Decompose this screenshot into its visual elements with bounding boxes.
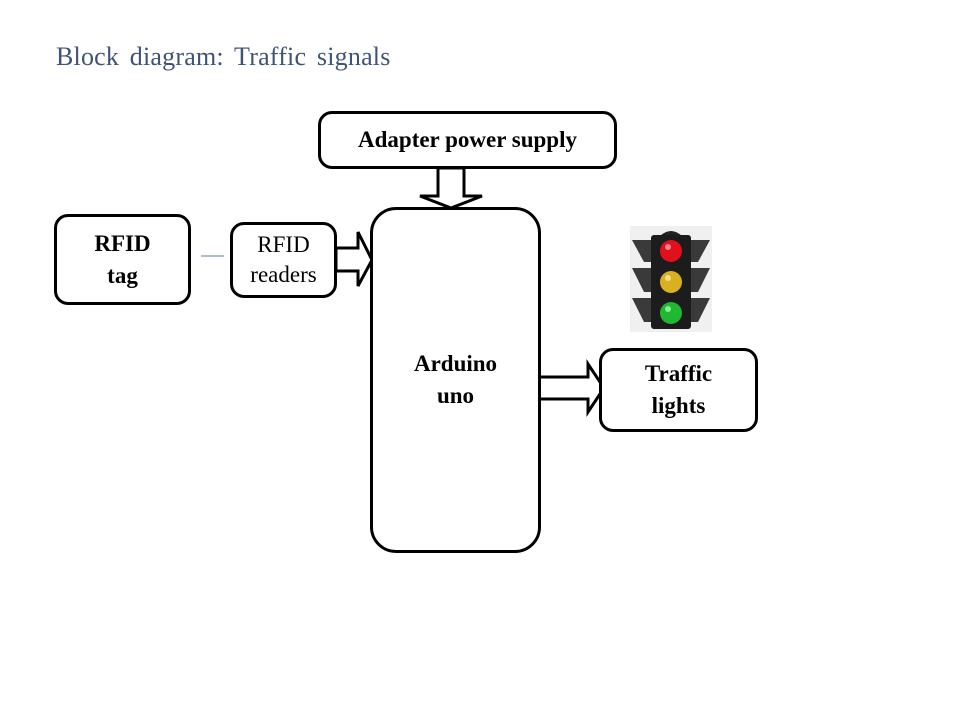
rfid-readers-line2: readers xyxy=(250,262,317,287)
page-title: Block diagram: Traffic signals xyxy=(56,42,391,71)
rfid-tag-line1: RFID xyxy=(94,230,151,256)
rfid-tag-block: RFID tag xyxy=(54,214,191,305)
traffic-lights-line2: lights xyxy=(651,393,706,418)
red-lamp xyxy=(660,240,682,262)
yellow-lamp xyxy=(660,271,682,293)
rfid-readers-block: RFID readers xyxy=(230,222,337,298)
traffic-lights-line1: Traffic xyxy=(644,361,713,386)
output-arrow xyxy=(536,359,606,417)
power-supply-label: Adapter power supply xyxy=(358,127,577,152)
green-lamp xyxy=(660,302,682,324)
arduino-line1: Arduino xyxy=(413,351,498,376)
arduino-uno-block: Arduino uno xyxy=(370,207,541,553)
arduino-line2: uno xyxy=(436,383,475,408)
reader-arrow xyxy=(334,231,374,287)
power-arrow xyxy=(419,166,483,210)
traffic-lights-block: Traffic lights xyxy=(599,348,758,432)
power-supply-block: Adapter power supply xyxy=(318,111,617,169)
rfid-tag-line2: tag xyxy=(107,262,138,288)
rfid-readers-line1: RFID xyxy=(257,232,310,257)
traffic-light-icon xyxy=(630,226,712,332)
